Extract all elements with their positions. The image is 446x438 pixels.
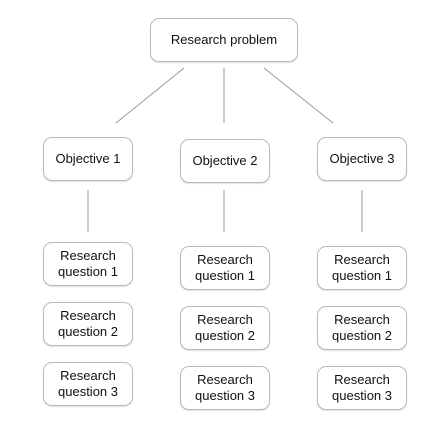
objective-3-question-1-box: Research question 1 — [317, 246, 407, 290]
objective-2-question-2-box: Research question 2 — [180, 306, 270, 350]
objective-1-question-1-box: Research question 1 — [43, 242, 133, 286]
objective-3-question-2-box: Research question 2 — [317, 306, 407, 350]
research-problem-box: Research problem — [150, 18, 298, 62]
connector-root-to-objective-1 — [115, 67, 185, 124]
objective-1-question-3-box: Research question 3 — [43, 362, 133, 406]
objective-2-question-1-box: Research question 1 — [180, 246, 270, 290]
objective-2-question-3-box: Research question 3 — [180, 366, 270, 410]
objective-1-question-2-box: Research question 2 — [43, 302, 133, 346]
objective-3-question-3-box: Research question 3 — [317, 366, 407, 410]
objective-2-box: Objective 2 — [180, 139, 270, 183]
objective-1-box: Objective 1 — [43, 137, 133, 181]
connector-root-to-objective-3 — [263, 67, 334, 124]
objective-3-box: Objective 3 — [317, 137, 407, 181]
